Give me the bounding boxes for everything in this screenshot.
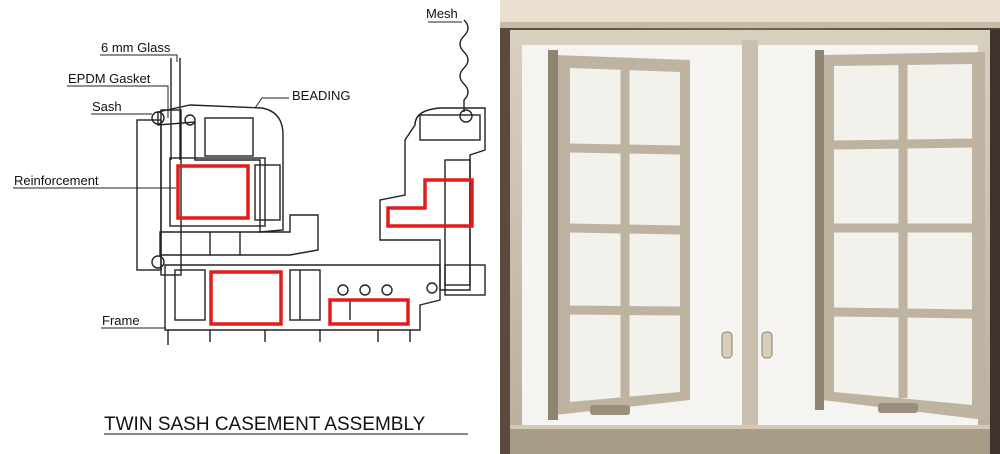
crank-operators	[590, 403, 918, 415]
label-reinforcement: Reinforcement	[14, 173, 99, 188]
reinforcement-frame	[209, 270, 283, 326]
window-handles	[721, 331, 773, 359]
label-beading: BEADING	[292, 88, 351, 103]
reinforcement-threshold	[328, 298, 410, 326]
diagram-title: TWIN SASH CASEMENT ASSEMBLY	[104, 414, 426, 435]
label-glass: 6 mm Glass	[101, 40, 171, 55]
top-trim	[500, 0, 1000, 22]
label-frame: Frame	[102, 313, 140, 328]
label-gasket: EPDM Gasket	[68, 71, 151, 86]
cross-section-diagram: Mesh 6 mm Glass EPDM Gasket BEADING Sash…	[13, 6, 486, 435]
left-handle	[721, 331, 733, 359]
right-handle	[761, 331, 773, 359]
reinforcement-group	[176, 164, 474, 326]
right-crank	[878, 403, 918, 413]
label-sash: Sash	[92, 99, 122, 114]
window-photo	[500, 0, 1000, 454]
leader-lines	[13, 21, 462, 329]
reinforcement-sash	[176, 164, 250, 220]
window-sill	[510, 425, 990, 454]
center-mullion	[742, 40, 758, 435]
label-mesh: Mesh	[426, 6, 458, 21]
profile-outline	[136, 58, 486, 345]
left-crank	[590, 405, 630, 415]
mesh-line	[459, 19, 469, 112]
left-sash	[548, 50, 690, 420]
reinforcement-mesh-frame	[386, 178, 474, 228]
right-sash	[815, 50, 985, 420]
